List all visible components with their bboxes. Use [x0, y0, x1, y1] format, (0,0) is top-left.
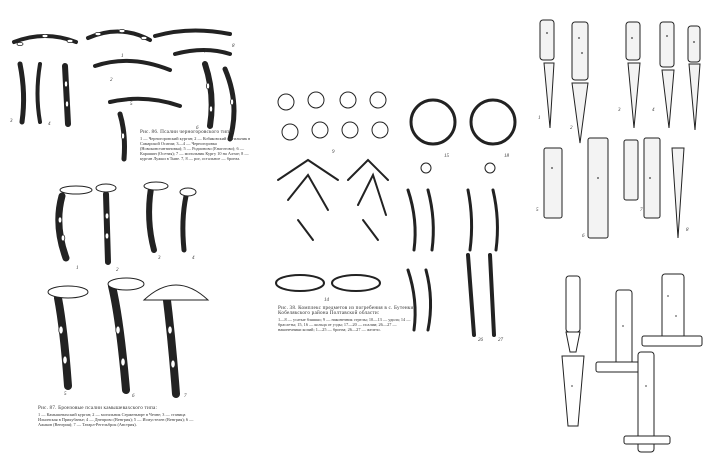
cheekpiece-drawings-bottom-group	[47, 181, 210, 398]
figure-label: 26	[478, 338, 483, 343]
figure-label: 8	[686, 228, 689, 233]
figure-label: 15	[444, 154, 449, 159]
caption-text: 1 — Черногоровский курган; 2 — Кобяковск…	[140, 136, 251, 161]
figure-label: 5	[64, 392, 67, 397]
figure-caption: Рис. 86. Псалии черногоровского типа: 1 …	[140, 129, 260, 161]
figure-label: 1	[121, 54, 124, 59]
figure-label: 18	[504, 154, 509, 159]
figure-label: 4	[652, 108, 655, 113]
figure-label: 7	[184, 394, 187, 399]
figure-label: 6	[196, 126, 199, 131]
caption-title: Рис. 86. Псалии черногоровского типа:	[140, 129, 234, 135]
caption-title: Рис. 38. Комплекс предметов из погребени…	[278, 305, 414, 316]
figure-label: 1	[538, 116, 541, 121]
figure-label: 8	[232, 44, 235, 49]
sword-drawings	[561, 273, 703, 453]
figure-label: 2	[570, 126, 573, 131]
figure-label: 3	[158, 256, 161, 261]
cheekpiece-drawings-top-group	[12, 28, 237, 162]
figure-label: 27	[498, 338, 503, 343]
figure-label: 14	[324, 298, 329, 303]
figure-label: 3	[10, 119, 13, 124]
dagger-drawings	[539, 19, 701, 239]
figure-label: 3	[618, 108, 621, 113]
grave-goods-drawings	[275, 91, 517, 337]
figure-label: 4	[48, 122, 51, 127]
figure-label: 5	[536, 208, 539, 213]
figure-caption: Рис. 38. Комплекс предметов из погребени…	[278, 305, 418, 332]
figure-label: 1	[76, 266, 79, 271]
figure-label: 5	[130, 102, 133, 107]
figure-label: 7	[640, 208, 643, 213]
plate-chernogorovka-cheekpieces: 1 2 3 4 5 6 7 8 Рис. 86. Псалии черногор…	[0, 14, 262, 180]
caption-text: 1 — Камышевахский курган; 2 — могильник …	[38, 412, 194, 427]
plate-daggers-with-scabbards: 1 2 3 4 5 6 7 8	[532, 8, 718, 260]
plate-butenki-grave-complex: 9 14 15 18 26 27 Рис. 38. Комплекс предм…	[268, 80, 530, 366]
figure-label: 2	[110, 78, 113, 83]
figure-label: 9	[332, 150, 335, 155]
figure-label: 7	[204, 50, 207, 55]
caption-text: 1—8 — усатые бляшки; 9 — наконечник стре…	[278, 317, 411, 332]
caption-title: Рис. 87. Бронзовые псалии камышевахского…	[38, 405, 158, 411]
figure-caption: Рис. 87. Бронзовые псалии камышевахского…	[38, 405, 198, 427]
figure-label: 2	[116, 268, 119, 273]
plate-kamyshevakha-cheekpieces: 1 2 3 4 5 6 7 Рис. 87. Бронзовые псалии …	[36, 180, 264, 458]
figure-label: 6	[132, 394, 135, 399]
figure-label: 4	[192, 256, 195, 261]
figure-label: 6	[582, 234, 585, 239]
plate-swords	[548, 266, 718, 466]
